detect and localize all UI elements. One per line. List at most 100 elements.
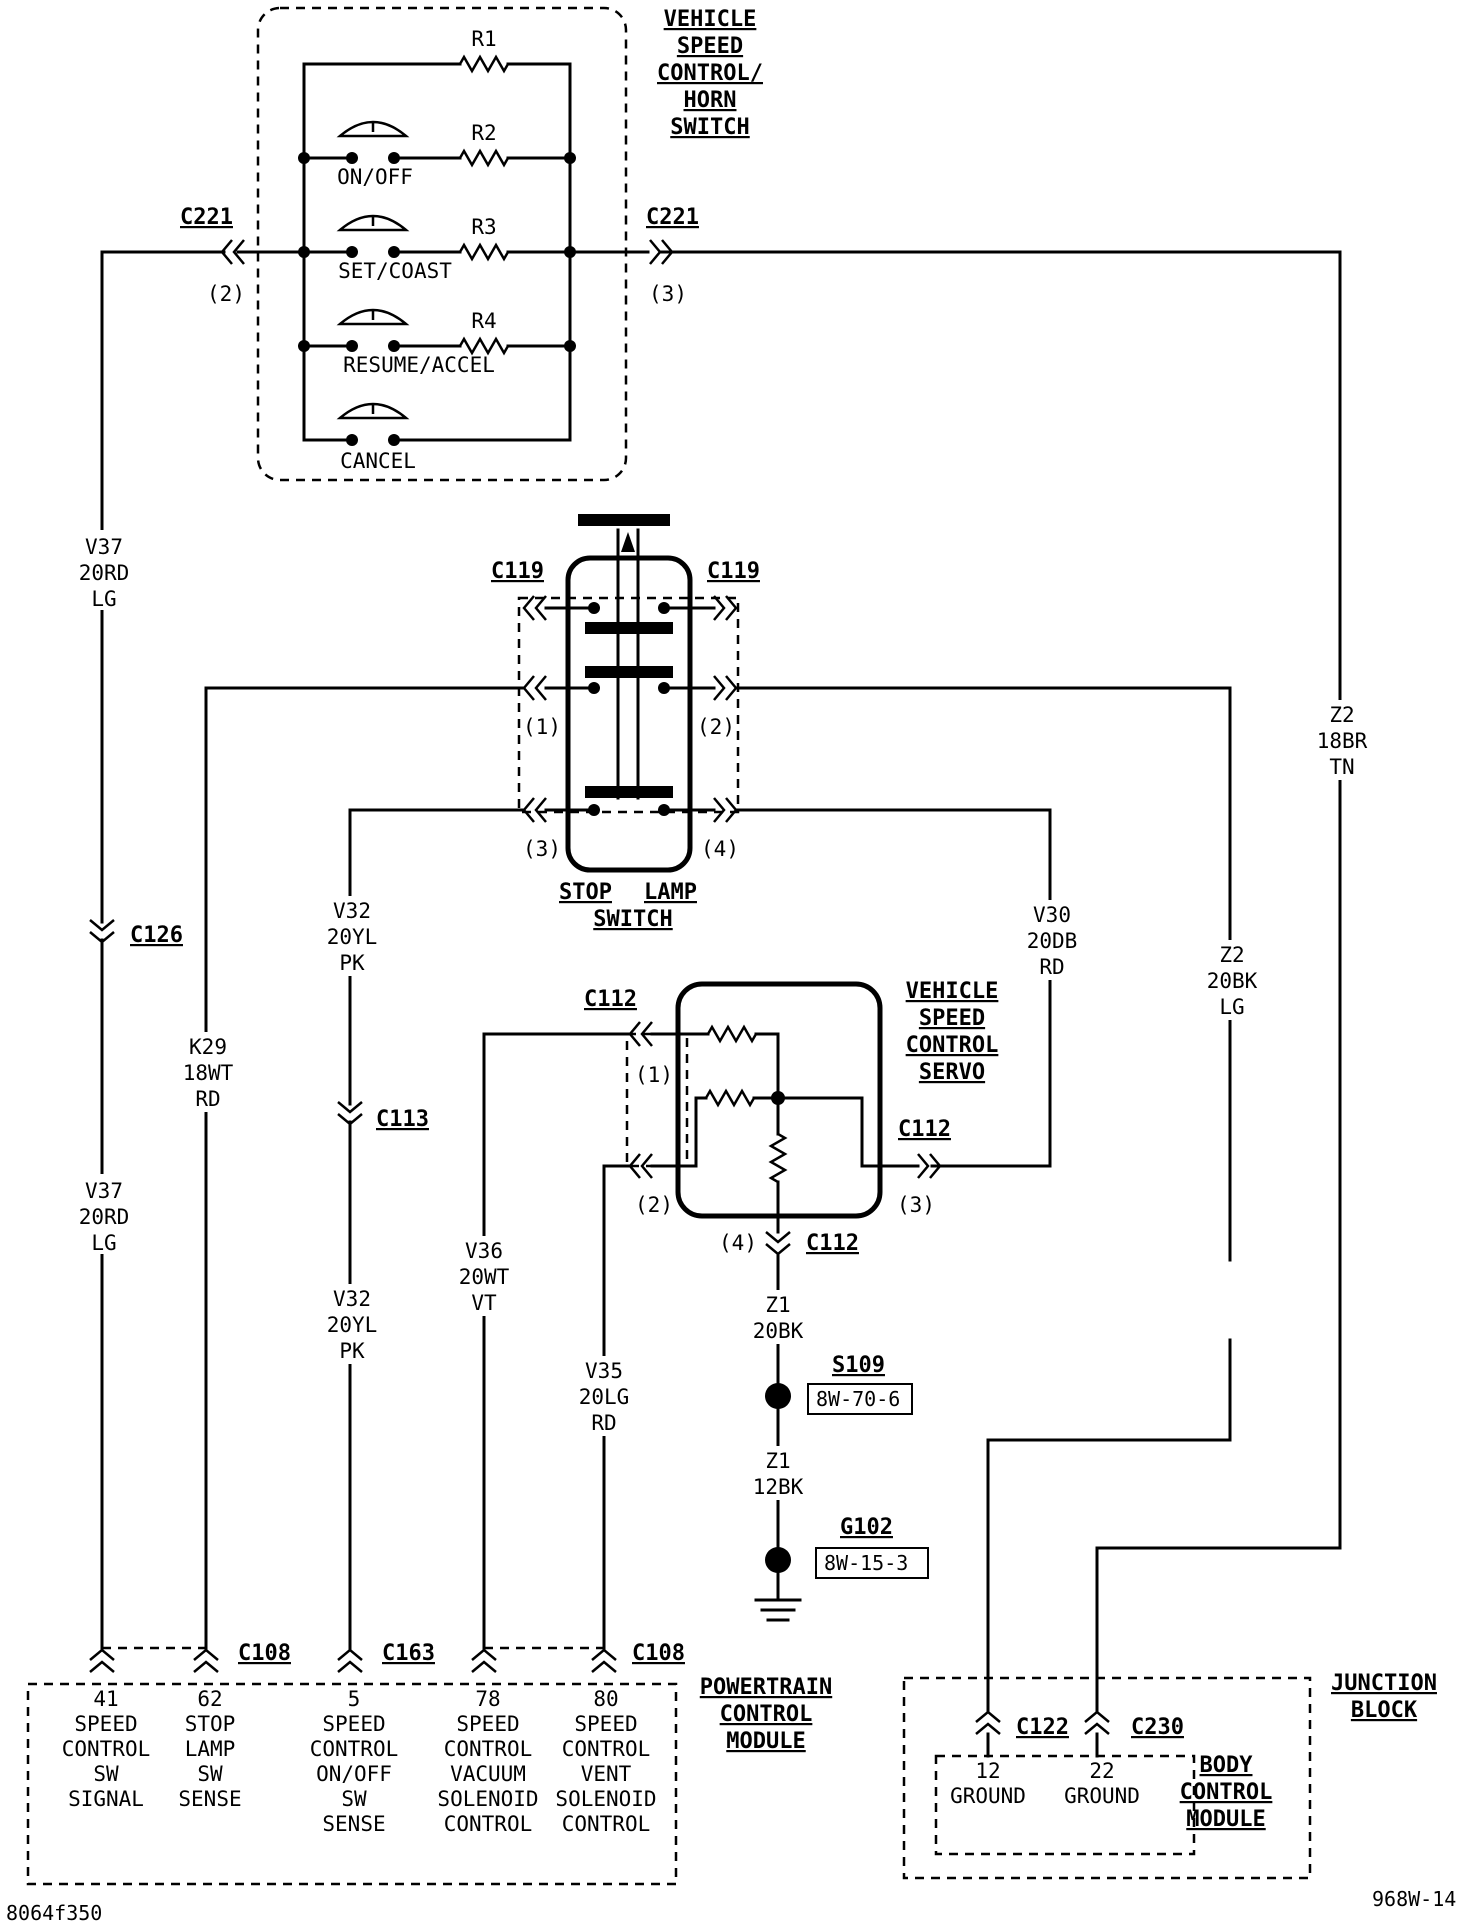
s109-ref: 8W-70-6 xyxy=(816,1387,900,1411)
pcm-pin-5-line1: SPEED xyxy=(322,1712,385,1736)
pcm-pin-62-number: 62 xyxy=(197,1687,222,1711)
bcm-pin-12-label: GROUND xyxy=(950,1784,1026,1808)
pcm-pin-41-line3: SW xyxy=(93,1762,119,1786)
button-resume-accel-label: RESUME/ACCEL xyxy=(343,353,495,377)
k29-z2-wires: K29 18WT RD Z2 20BK LG Z2 18BR TN xyxy=(172,686,1374,1714)
k29-gauge: 18WT xyxy=(183,1061,234,1085)
servo-title-3: CONTROL xyxy=(906,1033,999,1058)
pcm-pin-80-line4: SOLENOID xyxy=(555,1787,656,1811)
c221-connectors: C221 (2) C221 (3) xyxy=(100,205,1342,1714)
c221-left-pin: (2) xyxy=(207,282,245,306)
stop-lamp-title-1: STOP xyxy=(559,880,612,905)
horn-switch-title-1: VEHICLE xyxy=(664,7,757,32)
pcm-pin-80-line5: CONTROL xyxy=(562,1812,651,1836)
c221-right-pin: (3) xyxy=(649,282,687,306)
bcm-title-2: CONTROL xyxy=(1180,1780,1273,1805)
v37-bot-gauge: 20RD xyxy=(79,1205,130,1229)
stop-lamp-pin-1: (1) xyxy=(523,715,561,739)
z1-top-gauge: 20BK xyxy=(753,1319,804,1343)
c119-left-label: C119 xyxy=(491,559,544,584)
stop-lamp-pin-4: (4) xyxy=(701,837,739,861)
horn-switch-title-4: HORN xyxy=(684,88,737,113)
z1-top-circuit: Z1 xyxy=(765,1293,790,1317)
k29-color: RD xyxy=(195,1087,220,1111)
c221-left-label: C221 xyxy=(180,205,233,230)
z2-right-circuit: Z2 xyxy=(1329,703,1354,727)
g102-ref: 8W-15-3 xyxy=(824,1551,908,1575)
v37-wire: C126 V37 20RD LG V37 20RD LG xyxy=(74,250,183,1650)
v36-circuit: V36 xyxy=(465,1239,503,1263)
pcm-pin-5-line4: SW xyxy=(341,1787,367,1811)
pcm-pin-41-line1: SPEED xyxy=(74,1712,137,1736)
c119-right-label: C119 xyxy=(707,559,760,584)
v32-bot-color: PK xyxy=(339,1339,365,1363)
splice-s109-icon xyxy=(765,1383,791,1409)
button-cancel-label: CANCEL xyxy=(340,449,416,473)
button-on-off-label: ON/OFF xyxy=(337,165,413,189)
pcm-pin-5-number: 5 xyxy=(348,1687,361,1711)
z2-right-gauge: 18BR xyxy=(1317,729,1368,753)
v32-top-circuit: V32 xyxy=(333,899,371,923)
pcm-pin-62-line2: LAMP xyxy=(185,1737,236,1761)
v30-color: RD xyxy=(1039,955,1064,979)
v36-v35-labels: V36 20WT VT V35 20LG RD xyxy=(450,1236,640,1436)
horn-switch-title-5: SWITCH xyxy=(670,115,749,140)
c113-label: C113 xyxy=(376,1107,429,1132)
pcm-pin-62-line1: STOP xyxy=(185,1712,236,1736)
horn-switch-block: R1 R2 R3 R4 ON/OFF SET/COAST RESUME/ACCE… xyxy=(256,6,763,482)
pcm-pin-5-line5: SENSE xyxy=(322,1812,385,1836)
pcm-pin-78-line1: SPEED xyxy=(456,1712,519,1736)
horn-switch-title-3: CONTROL/ xyxy=(657,61,763,86)
junction-block: C122 C230 JUNCTION BLOCK BODY CONTROL MO… xyxy=(902,1671,1437,1880)
c221-right-label: C221 xyxy=(646,205,699,230)
c230-label: C230 xyxy=(1131,1715,1184,1740)
bcm-title-1: BODY xyxy=(1200,1753,1254,1778)
resistor-r3-label: R3 xyxy=(471,215,496,239)
junction-title-1: JUNCTION xyxy=(1331,1671,1437,1696)
horn-switch-title-2: SPEED xyxy=(677,34,743,59)
pcm-pin-78-line3: VACUUM xyxy=(450,1762,526,1786)
button-set-coast-label: SET/COAST xyxy=(338,259,452,283)
bcm-pin-22-label: GROUND xyxy=(1064,1784,1140,1808)
pcm-pin-5-line3: ON/OFF xyxy=(316,1762,392,1786)
powertrain-control-module: C108 C163 C108 POWERTRAIN CONTROL MODULE… xyxy=(26,1641,832,1886)
v32-bot-gauge: 20YL xyxy=(327,1313,378,1337)
pcm-pin-80-line3: VENT xyxy=(581,1762,632,1786)
pcm-pin-80-line1: SPEED xyxy=(574,1712,637,1736)
v37-top-gauge: 20RD xyxy=(79,561,130,585)
c112-top-label: C112 xyxy=(584,987,637,1012)
bcm-pin-22-number: 22 xyxy=(1089,1759,1114,1783)
c108-left-label: C108 xyxy=(238,1641,291,1666)
v30-circuit: V30 xyxy=(1033,903,1071,927)
servo-title-4: SERVO xyxy=(919,1060,985,1085)
pcm-pin-80-number: 80 xyxy=(593,1687,618,1711)
z2-mid-gauge: 20BK xyxy=(1207,969,1258,993)
servo-pin-1: (1) xyxy=(635,1063,673,1087)
v32-top-color: PK xyxy=(339,951,365,975)
stop-lamp-switch: C119 C119 (1) (2) (3) (4) STOP LAMP SWIT… xyxy=(491,514,760,932)
pcm-pin-62-line3: SW xyxy=(197,1762,223,1786)
pcm-pin-5-line2: CONTROL xyxy=(310,1737,399,1761)
ground-symbol-icon xyxy=(754,1598,802,1622)
c122-label: C122 xyxy=(1016,1715,1069,1740)
servo-pin-3: (3) xyxy=(897,1193,935,1217)
v35-circuit: V35 xyxy=(585,1359,623,1383)
junction-title-2: BLOCK xyxy=(1351,1698,1418,1723)
servo-pin-4: (4) xyxy=(719,1231,757,1255)
resistor-r2-label: R2 xyxy=(471,121,496,145)
footer-right-code: 968W-14 xyxy=(1372,1887,1456,1911)
servo-title-2: SPEED xyxy=(919,1006,985,1031)
v32-top-gauge: 20YL xyxy=(327,925,378,949)
c112-bottom-label: C112 xyxy=(806,1231,859,1256)
v32-bot-circuit: V32 xyxy=(333,1287,371,1311)
z1-bot-gauge: 12BK xyxy=(753,1475,804,1499)
footer-left-code: 8064f350 xyxy=(6,1901,102,1925)
pcm-pin-80-line2: CONTROL xyxy=(562,1737,651,1761)
v35-color: RD xyxy=(591,1411,616,1435)
resistor-r4-label: R4 xyxy=(471,309,496,333)
z1-bot-circuit: Z1 xyxy=(765,1449,790,1473)
v37-bot-color: LG xyxy=(91,1231,116,1255)
v36-color: VT xyxy=(471,1291,497,1315)
pcm-title-3: MODULE xyxy=(726,1729,805,1754)
pcm-title-1: POWERTRAIN xyxy=(700,1675,832,1700)
